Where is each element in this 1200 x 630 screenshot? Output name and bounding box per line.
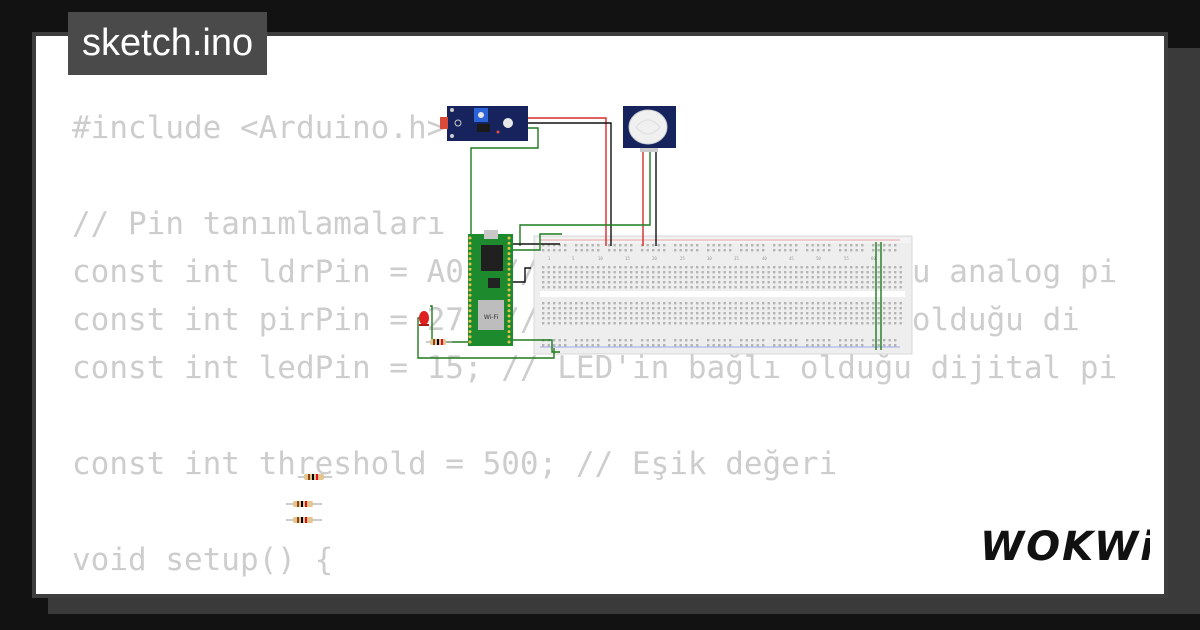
breadboard-row-numbers: 1 5 10 15 20 25 30 35 40 45 50 55 60 xyxy=(548,256,876,261)
red-led xyxy=(419,311,429,326)
breadboard-number: 55 xyxy=(844,256,849,261)
wire-green-pir-signal xyxy=(519,150,651,246)
breadboard-number: 40 xyxy=(762,256,767,261)
wires xyxy=(417,117,882,359)
board-label: Wi-Fi xyxy=(484,314,499,321)
breadboard-holes xyxy=(542,244,902,347)
breadboard-number: 25 xyxy=(680,256,685,261)
pir-motion-sensor xyxy=(623,106,676,152)
wire-black-board xyxy=(513,267,531,283)
code-line: const int ledPin = 15; // LED'in bağlı o… xyxy=(72,350,1118,386)
wire-red-ldr-vcc xyxy=(528,117,607,246)
wire-black-ldr-gnd xyxy=(528,122,612,246)
breadboard-number: 10 xyxy=(598,256,603,261)
breadboard-number: 45 xyxy=(789,256,794,261)
resistor xyxy=(426,339,452,345)
code-line: const int threshold = 500; // Eşik değer… xyxy=(72,446,838,482)
breadboard: 1 5 10 15 20 25 30 35 40 45 50 55 60 xyxy=(533,235,913,355)
file-name-tab: sketch.ino xyxy=(68,12,268,75)
breadboard-number: 35 xyxy=(734,256,739,261)
board-pins xyxy=(468,236,511,344)
breadboard-number: 5 xyxy=(572,256,575,261)
code-line: void setup() { xyxy=(72,542,334,578)
resistor xyxy=(286,501,322,507)
breadboard-number: 50 xyxy=(816,256,821,261)
ldr-sensor-module xyxy=(440,106,528,141)
breadboard-number: 60 xyxy=(871,256,876,261)
logo-text: WOKWi xyxy=(980,524,1150,570)
resistor xyxy=(286,517,322,523)
breadboard-number: 20 xyxy=(652,256,657,261)
breadboard-number: 30 xyxy=(707,256,712,261)
code-line: // Pin tanımlamaları xyxy=(72,206,446,242)
wire-green-resistor xyxy=(430,305,469,343)
wire-green-rail xyxy=(513,233,562,251)
breadboard-number: 1 xyxy=(548,256,551,261)
code-line: #include <Arduino.h> xyxy=(72,110,446,146)
pico-w-board: Wi-Fi xyxy=(468,230,513,346)
wokwi-logo: WOKWi xyxy=(980,524,1150,570)
wire-green-bottom xyxy=(513,339,560,353)
wire-green-ldr-signal xyxy=(470,127,539,236)
breadboard-number: 15 xyxy=(625,256,630,261)
resistor xyxy=(298,474,332,480)
code-line: pinMode(ldrPin, INPUT); // LDR pinini gi… xyxy=(72,584,1117,594)
